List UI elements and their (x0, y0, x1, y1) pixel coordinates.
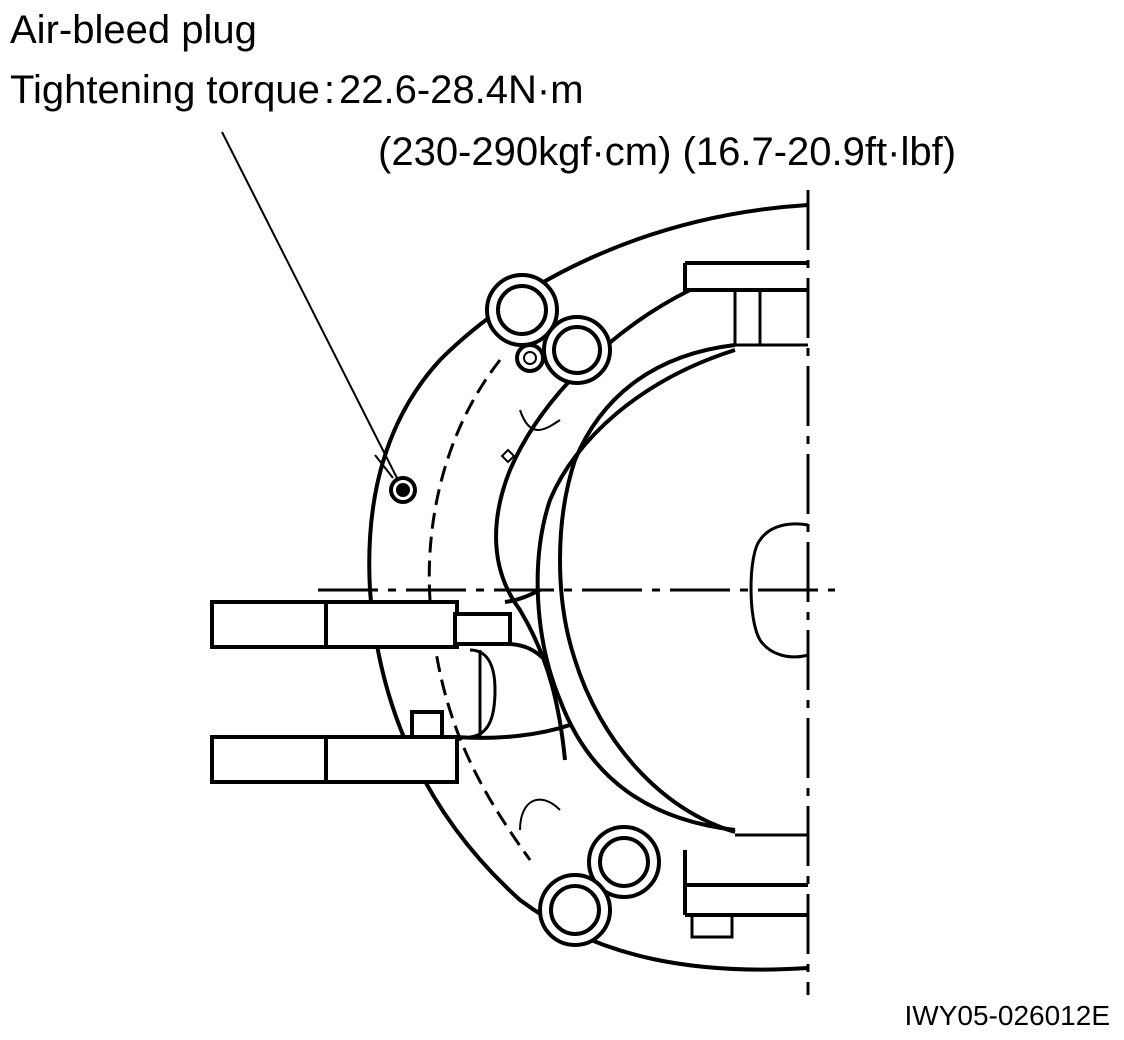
centerlines (318, 190, 835, 995)
top-bolt-group (485, 273, 612, 385)
torque-separator: : (323, 68, 335, 112)
leader-line (221, 131, 399, 481)
figure-id: IWY05-026012E (904, 1000, 1110, 1031)
torque-nm-value: 22.6-28.4 (338, 68, 508, 112)
torque-prefix: Tightening torque (10, 68, 320, 112)
mounting-arms (210, 588, 571, 784)
torque-label: Tightening torque:22.6-28.4N·m (10, 70, 584, 110)
air-bleed-plug (374, 454, 417, 504)
bottom-bolt-group (538, 825, 661, 947)
caliper-body (367, 203, 809, 972)
part-name-label: Air-bleed plug (10, 8, 257, 52)
torque-nm-unit: N·m (508, 68, 584, 112)
torque-alt-units-label: (230-290kgf·cm) (16.7-20.9ft·lbf) (378, 130, 957, 174)
